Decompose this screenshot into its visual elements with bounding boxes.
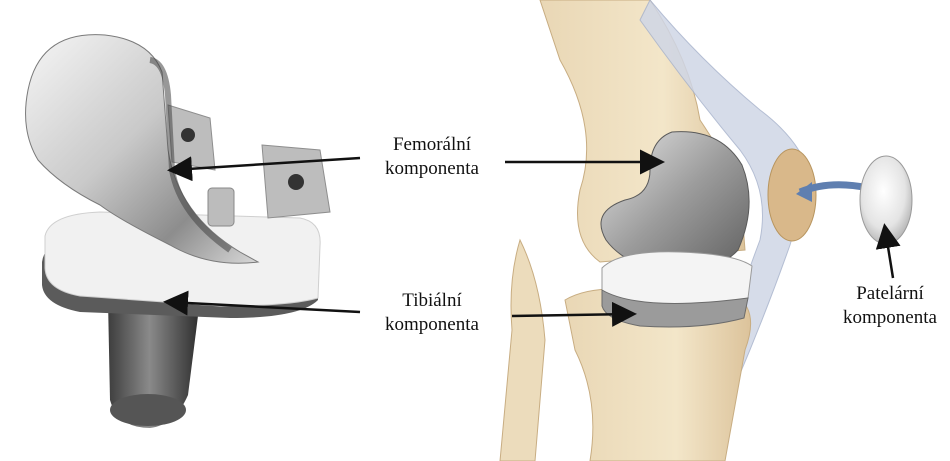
label-femoral-line2: komponenta — [362, 157, 502, 181]
label-femoral: Femorální komponenta — [362, 133, 502, 181]
implant-photo — [26, 35, 330, 428]
knee-illustration — [500, 0, 912, 461]
label-tibial-line2: komponenta — [362, 313, 502, 337]
label-patellar: Patelární komponenta — [832, 282, 948, 330]
label-tibial: Tibiální komponenta — [362, 289, 502, 337]
label-tibial-line1: Tibiální — [362, 289, 502, 313]
fibula-bone — [500, 240, 545, 461]
label-patellar-line1: Patelární — [832, 282, 948, 306]
label-patellar-line2: komponenta — [832, 306, 948, 330]
label-femoral-line1: Femorální — [362, 133, 502, 157]
